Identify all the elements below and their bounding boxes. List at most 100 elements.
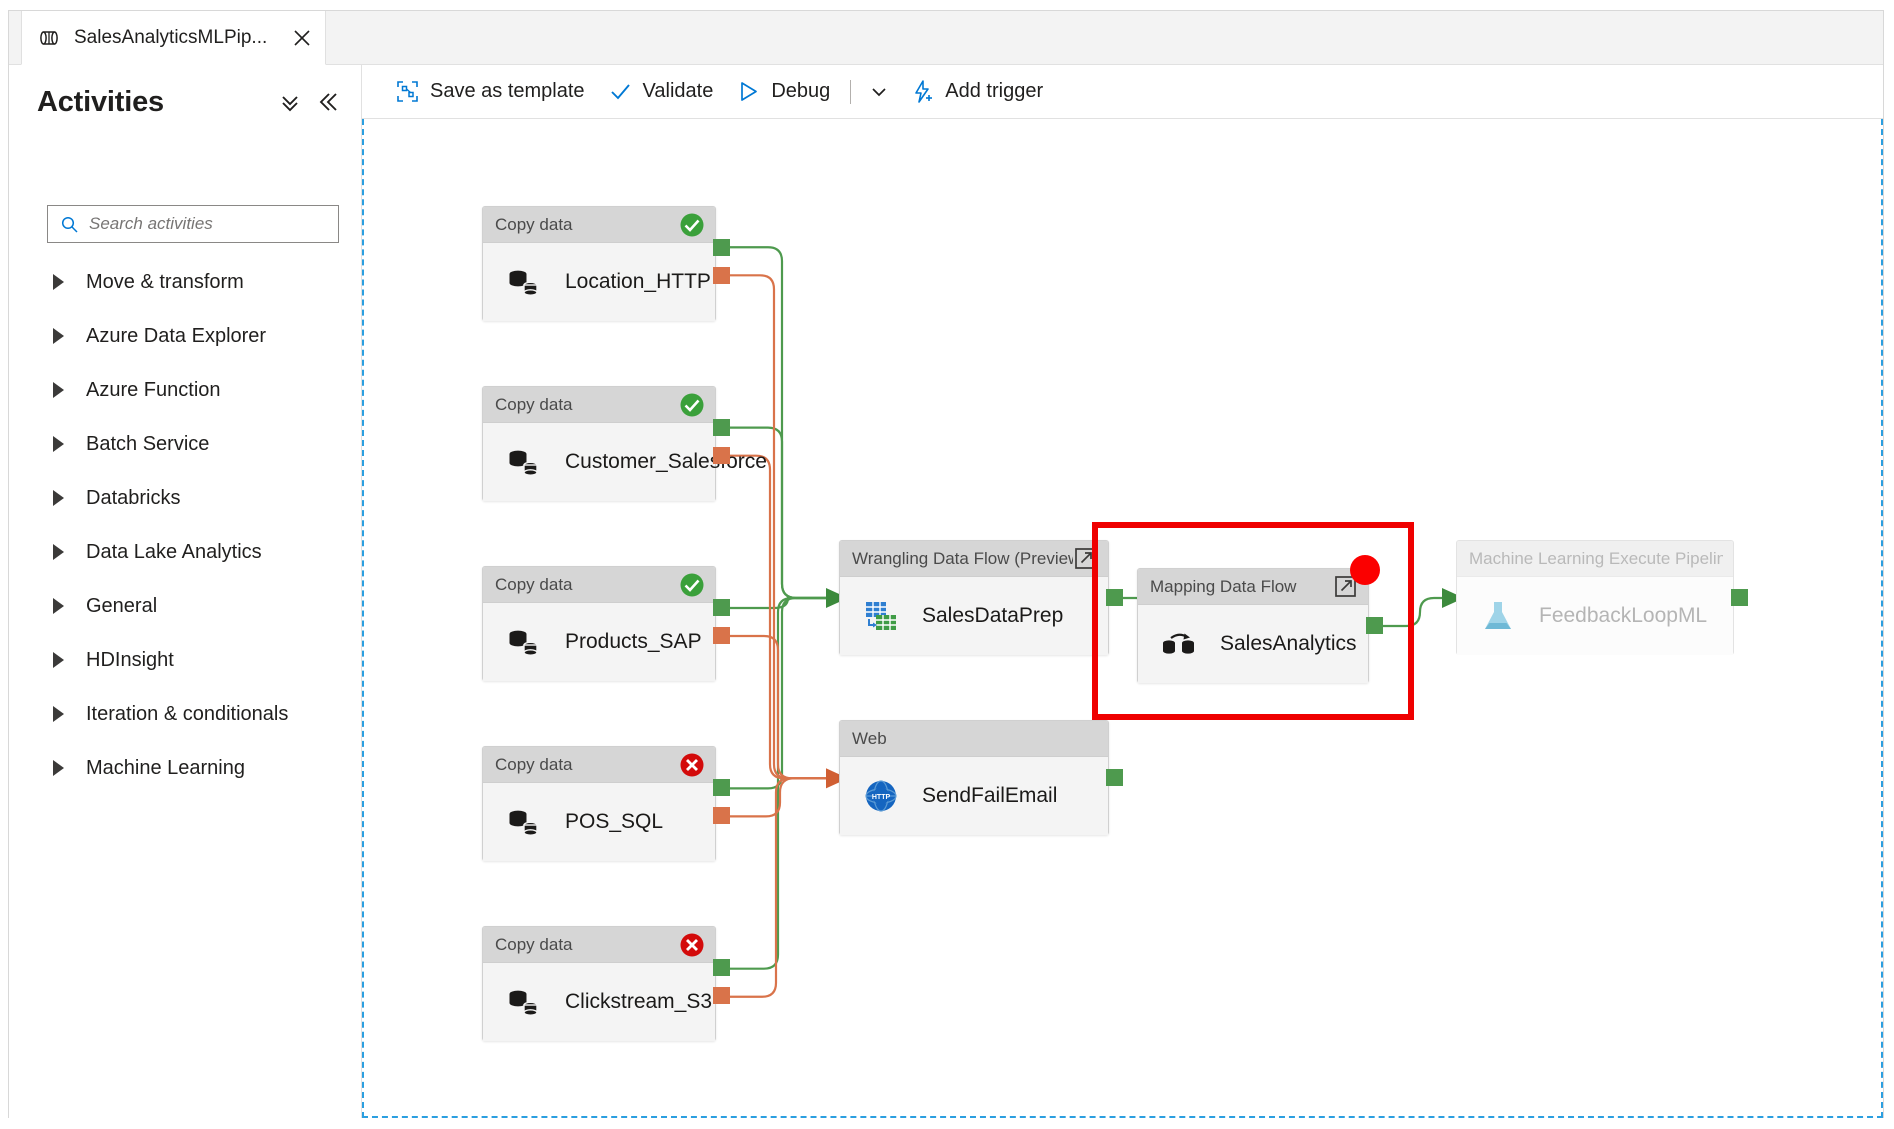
sidebar-item-label: Move & transform <box>86 270 244 293</box>
sidebar-item-databricks[interactable]: Databricks <box>9 471 362 525</box>
node-body: FeedbackLoopML <box>1457 577 1733 655</box>
node-type-label: Web <box>852 728 887 748</box>
node-body: SalesDataPrep <box>840 577 1108 655</box>
activity-node-location-http[interactable]: Copy data <box>482 206 716 321</box>
port-failure-products-sap[interactable] <box>713 627 730 644</box>
search-icon <box>60 215 79 234</box>
port-success-location-http[interactable] <box>713 239 730 256</box>
port-success-customer-salesforce[interactable] <box>713 419 730 436</box>
chevron-right-icon <box>53 382 64 398</box>
tab-sales-analytics-pipeline[interactable]: SalesAnalyticsMLPip... <box>21 11 326 65</box>
activity-node-customer-salesforce[interactable]: Copy data <box>482 386 767 501</box>
node-header: Mapping Data Flow <box>1138 569 1368 605</box>
mapping-data-flow-icon <box>1160 625 1198 663</box>
search-activities-box[interactable] <box>47 205 339 243</box>
activities-panel: Activities <box>9 65 362 1118</box>
sidebar-item-label: Data Lake Analytics <box>86 540 262 563</box>
port-success-products-sap[interactable] <box>713 599 730 616</box>
copy-data-icon <box>505 263 543 301</box>
add-trigger-label: Add trigger <box>945 80 1044 102</box>
open-in-new-icon[interactable] <box>1333 574 1358 599</box>
activity-node-clickstream-s3[interactable]: Copy data <box>482 926 716 1041</box>
pipeline-icon <box>38 27 60 49</box>
activity-node-salesanalytics[interactable]: Mapping Data Flow <box>1137 568 1369 683</box>
sidebar-item-machine-learning[interactable]: Machine Learning <box>9 741 362 795</box>
activity-node-pos-sql[interactable]: Copy data <box>482 746 716 861</box>
sidebar-item-azure-function[interactable]: Azure Function <box>9 363 362 417</box>
activity-node-products-sap[interactable]: Copy data <box>482 566 716 681</box>
template-icon <box>396 80 419 103</box>
sidebar-item-azure-data-explorer[interactable]: Azure Data Explorer <box>9 309 362 363</box>
sidebar-item-hdinsight[interactable]: HDInsight <box>9 633 362 687</box>
page-title: Activities <box>37 85 164 118</box>
node-type-label: Copy data <box>495 394 573 414</box>
node-type-label: Mapping Data Flow <box>1150 576 1297 596</box>
double-chevron-down-icon[interactable] <box>278 90 302 114</box>
chevron-right-icon <box>53 544 64 560</box>
node-body: Products_SAP <box>483 603 715 681</box>
activity-node-sendfailemail[interactable]: Web HTTP SendFailEmail <box>839 720 1109 835</box>
node-header: Copy data <box>483 747 715 783</box>
copy-data-icon <box>505 623 543 661</box>
debug-options-caret[interactable] <box>859 72 899 112</box>
green-check-icon <box>679 212 705 238</box>
node-header: Copy data <box>483 207 715 243</box>
sidebar-item-batch-service[interactable]: Batch Service <box>9 417 362 471</box>
chevron-down-icon <box>872 87 886 96</box>
port-success-sendfailemail[interactable] <box>1106 769 1123 786</box>
pipeline-toolbar: Save as template Validate Debug <box>362 65 1883 119</box>
double-chevron-left-icon[interactable] <box>316 90 340 114</box>
port-success-salesanalytics[interactable] <box>1366 617 1383 634</box>
validate-button[interactable]: Validate <box>597 72 726 112</box>
sidebar-item-label: HDInsight <box>86 648 174 671</box>
debug-button[interactable]: Debug <box>725 72 842 112</box>
port-success-salesdataprep[interactable] <box>1106 589 1123 606</box>
sidebar-item-label: General <box>86 594 158 617</box>
sidebar-item-data-lake-analytics[interactable]: Data Lake Analytics <box>9 525 362 579</box>
ml-flask-icon <box>1479 597 1517 635</box>
node-body: POS_SQL <box>483 783 715 861</box>
sidebar-item-label: Machine Learning <box>86 756 245 779</box>
node-name-label: POS_SQL <box>565 810 664 833</box>
port-failure-pos-sql[interactable] <box>713 807 730 824</box>
port-success-pos-sql[interactable] <box>713 779 730 796</box>
add-trigger-button[interactable]: Add trigger <box>899 72 1055 112</box>
copy-data-icon <box>505 443 543 481</box>
node-type-label: Wrangling Data Flow (Preview <box>852 548 1073 568</box>
copy-data-icon <box>505 803 543 841</box>
port-success-feedbackloopml[interactable] <box>1731 589 1748 606</box>
chevron-right-icon <box>53 598 64 614</box>
tab-strip: SalesAnalyticsMLPip... <box>9 11 1883 65</box>
node-type-label: Copy data <box>495 754 573 774</box>
port-failure-customer-salesforce[interactable] <box>713 447 730 464</box>
activity-node-feedbackloopml[interactable]: Machine Learning Execute Pipeline Feedba… <box>1456 540 1734 655</box>
toolbar-divider <box>850 79 852 104</box>
sidebar-item-iteration-conditionals[interactable]: Iteration & conditionals <box>9 687 362 741</box>
port-success-clickstream-s3[interactable] <box>713 959 730 976</box>
sidebar-item-move-transform[interactable]: Move & transform <box>9 255 362 309</box>
pipeline-canvas[interactable]: Copy data <box>362 119 1883 1118</box>
node-name-label: Location_HTTP <box>565 270 711 293</box>
port-failure-location-http[interactable] <box>713 267 730 284</box>
node-type-label: Copy data <box>495 934 573 954</box>
sidebar-item-label: Iteration & conditionals <box>86 702 289 725</box>
activity-node-salesdataprep[interactable]: Wrangling Data Flow (Preview <box>839 540 1109 655</box>
canvas-inner: Copy data <box>364 119 1881 1116</box>
activities-header: Activities <box>9 77 362 127</box>
close-icon[interactable] <box>291 27 313 49</box>
activity-category-list: Move & transform Azure Data Explorer Azu… <box>9 255 362 795</box>
node-body: HTTP SendFailEmail <box>840 757 1108 835</box>
http-globe-icon: HTTP <box>862 777 900 815</box>
chevron-right-icon <box>53 652 64 668</box>
node-type-label: Copy data <box>495 214 573 234</box>
port-failure-clickstream-s3[interactable] <box>713 987 730 1004</box>
search-input[interactable] <box>87 213 330 235</box>
save-as-template-label: Save as template <box>430 80 585 102</box>
node-name-label: SalesDataPrep <box>922 604 1064 627</box>
save-as-template-button[interactable]: Save as template <box>384 72 597 112</box>
sidebar-item-general[interactable]: General <box>9 579 362 633</box>
debug-label: Debug <box>771 80 831 102</box>
open-in-new-icon[interactable] <box>1073 546 1098 571</box>
node-name-label: Products_SAP <box>565 630 702 653</box>
